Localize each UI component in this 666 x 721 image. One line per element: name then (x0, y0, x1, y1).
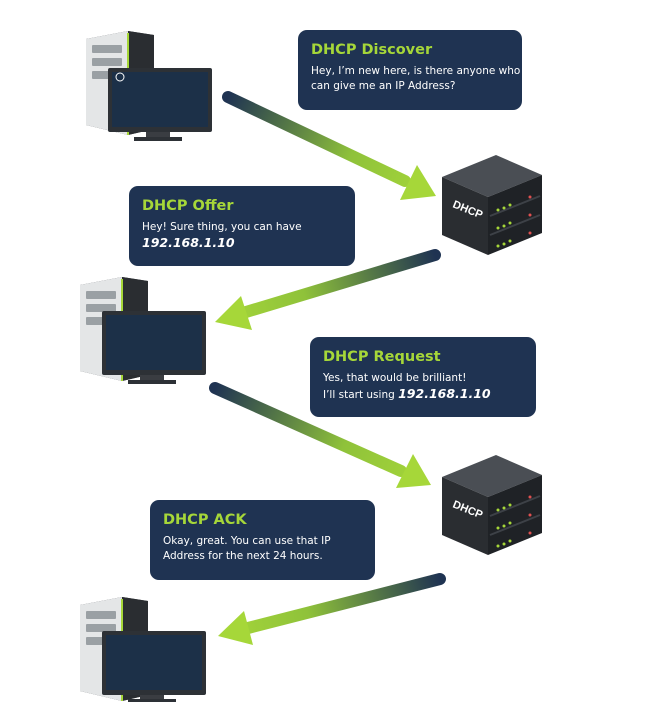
dhcp-ack-bubble: DHCP ACK Okay, great. You can use that I… (150, 500, 375, 580)
bubble-title: DHCP Discover (311, 42, 433, 58)
bubble-text: Hey! Sure thing, you can have (142, 221, 302, 233)
client-computer-icon (80, 597, 206, 702)
ip-address: 192.168.1.10 (398, 386, 491, 401)
dhcp-offer-bubble: DHCP Offer Hey! Sure thing, you can have… (129, 186, 355, 266)
ip-address: 192.168.1.10 (142, 235, 235, 250)
bubble-text: Okay, great. You can use that IP (163, 535, 331, 547)
dhcp-server-icon: DHCP (442, 455, 542, 555)
bubble-text: Hey, I’m new here, is there anyone who (311, 65, 521, 77)
dhcp-request-bubble: DHCP Request Yes, that would be brillian… (310, 337, 536, 417)
bubble-text: Yes, that would be brilliant! (323, 372, 467, 384)
dhcp-discover-bubble: DHCP Discover Hey, I’m new here, is ther… (298, 30, 522, 110)
bubble-title: DHCP ACK (163, 512, 247, 528)
arrow-offer (215, 249, 441, 330)
bubble-title: DHCP Request (323, 349, 441, 365)
bubble-text: I’ll start using (323, 389, 395, 401)
dhcp-server-icon: DHCP (442, 155, 542, 255)
client-computer-icon (80, 277, 206, 384)
bubble-text: Address for the next 24 hours. (163, 550, 323, 562)
arrow-request (209, 382, 431, 488)
arrow-ack (218, 573, 446, 645)
bubble-text: can give me an IP Address? (311, 80, 456, 92)
arrow-discover (222, 91, 436, 200)
bubble-title: DHCP Offer (142, 198, 234, 214)
client-computer-icon (86, 31, 212, 141)
